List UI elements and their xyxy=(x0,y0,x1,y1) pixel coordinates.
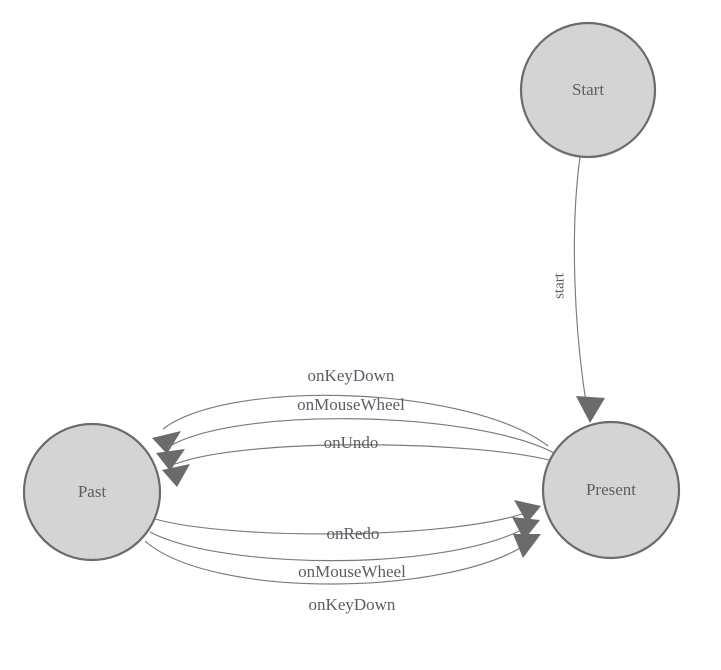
node-present[interactable]: Present xyxy=(541,420,681,560)
edge-present-to-past-onmousewheel-arrowhead xyxy=(156,449,185,471)
edge-label-onmousewheel-bottom: onMouseWheel xyxy=(298,562,406,581)
node-present-label: Present xyxy=(586,480,636,499)
edge-start-to-present xyxy=(573,156,605,423)
edge-past-to-present-onredo xyxy=(154,500,541,535)
edge-label-onkeydown-bottom: onKeyDown xyxy=(309,595,396,614)
edge-start-to-present-path xyxy=(573,156,588,409)
edge-label-start: start xyxy=(551,272,567,299)
edge-present-to-past-onmousewheel xyxy=(156,418,555,471)
edge-present-to-past-onmousewheel-path xyxy=(167,418,555,454)
node-past-circle[interactable] xyxy=(22,422,162,562)
edge-present-to-past-onundo xyxy=(162,444,550,487)
edge-past-to-present-onkeydown-path xyxy=(144,540,529,585)
edge-past-to-present-onmousewheel-arrowhead xyxy=(512,517,540,540)
edge-present-to-past-onkeydown-arrowhead xyxy=(152,431,181,454)
node-start[interactable]: Start xyxy=(519,21,657,159)
edge-past-to-present-onkeydown xyxy=(144,534,541,585)
edge-past-to-present-onredo-path xyxy=(154,511,529,535)
edge-present-to-past-onkeydown-path xyxy=(162,394,549,447)
node-past[interactable]: Past xyxy=(22,422,162,562)
edge-past-to-present-onkeydown-arrowhead xyxy=(513,534,541,558)
edge-past-to-present-onmousewheel-path xyxy=(149,526,528,562)
edge-present-to-past-onundo-path xyxy=(174,444,550,465)
node-present-circle[interactable] xyxy=(541,420,681,560)
edge-start-to-present-arrowhead xyxy=(576,396,605,423)
edge-label-onkeydown-top: onKeyDown xyxy=(308,366,395,385)
node-past-label: Past xyxy=(78,482,107,501)
edge-present-to-past-onundo-arrowhead xyxy=(162,464,190,487)
edge-past-to-present-onredo-arrowhead xyxy=(514,500,541,523)
edge-present-to-past-onkeydown xyxy=(152,394,549,454)
node-start-label: Start xyxy=(572,80,604,99)
edge-label-onmousewheel-top: onMouseWheel xyxy=(297,395,405,414)
node-start-circle[interactable] xyxy=(519,21,657,159)
edge-label-onredo: onRedo xyxy=(327,524,380,543)
edge-label-onundo: onUndo xyxy=(324,433,379,452)
edge-past-to-present-onmousewheel xyxy=(149,517,540,562)
